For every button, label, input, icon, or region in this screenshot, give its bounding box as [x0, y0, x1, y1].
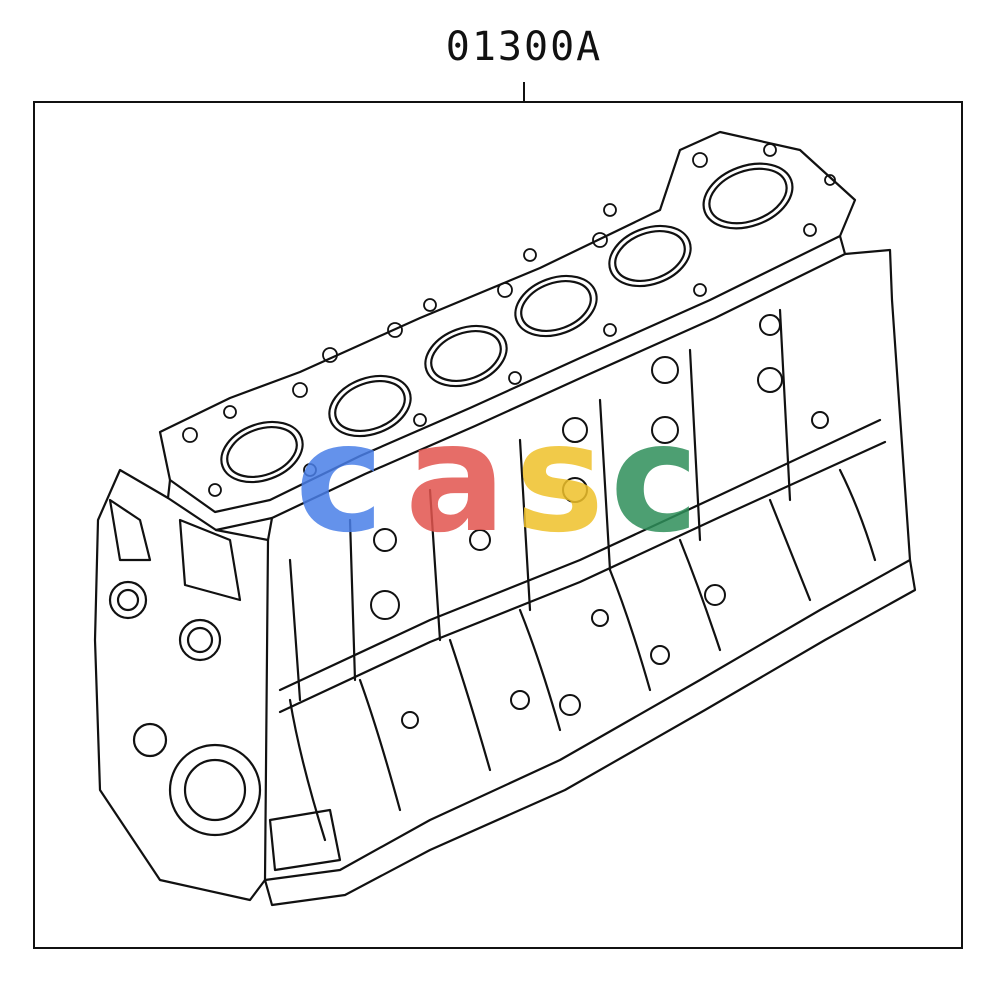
- engine-cylinder-block-icon: [93, 130, 917, 907]
- watermark-letter: a: [405, 392, 506, 566]
- deck-bolt-holes: [182, 143, 836, 497]
- diagram-frame: [33, 101, 963, 949]
- watermark: c a s c: [295, 392, 699, 566]
- watermark-letter: c: [295, 392, 384, 566]
- watermark-letter: c: [610, 392, 699, 566]
- side-bosses: [370, 314, 829, 729]
- cylinder-bores: [220, 162, 794, 484]
- watermark-letter: s: [515, 392, 604, 566]
- part-number-label: 01300A: [445, 24, 603, 70]
